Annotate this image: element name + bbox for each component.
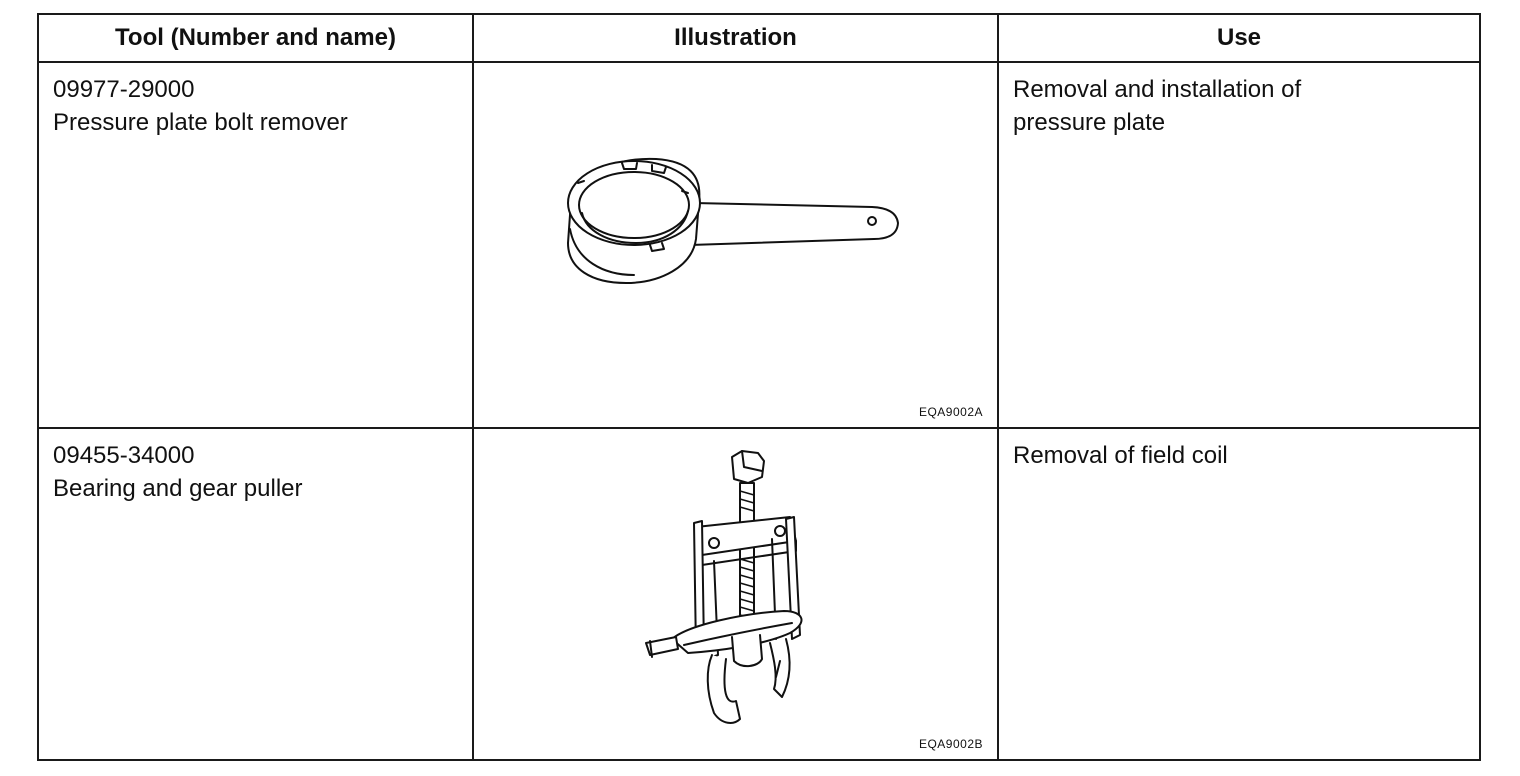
table-row: 09455-34000 Bearing and gear puller — [37, 427, 1481, 761]
bearing-gear-puller-drawing — [645, 450, 803, 724]
table-header-row: Tool (Number and name) Illustration Use — [37, 13, 1481, 63]
tool-cell: 09455-34000 Bearing and gear puller — [37, 427, 474, 761]
use-text-line: Removal of field coil — [1013, 442, 1228, 469]
header-illustration: Illustration — [472, 13, 999, 63]
figure-code: EQA9002B — [918, 737, 983, 751]
figure-code: EQA9002A — [918, 405, 983, 419]
use-cell: Removal of field coil — [997, 427, 1481, 761]
use-text-line: Removal and installation of — [1013, 76, 1302, 103]
illustration-cell: EQA9002B — [472, 427, 999, 761]
special-tools-table: Tool (Number and name) Illustration Use … — [37, 13, 1481, 761]
tool-number: 09977-29000 — [53, 76, 195, 103]
tool-name: Pressure plate bolt remover — [53, 109, 348, 136]
header-tool: Tool (Number and name) — [37, 13, 474, 63]
table-row: 09977-29000 Pressure plate bolt remover — [37, 61, 1481, 429]
illustration-cell: EQA9002A — [472, 61, 999, 429]
tool-cell: 09977-29000 Pressure plate bolt remover — [37, 61, 474, 429]
tool-number: 09455-34000 — [53, 442, 195, 469]
tool-name: Bearing and gear puller — [53, 475, 303, 502]
header-use: Use — [997, 13, 1481, 63]
use-text-line: pressure plate — [1013, 109, 1166, 136]
use-cell: Removal and installation of pressure pla… — [997, 61, 1481, 429]
pressure-plate-bolt-remover-drawing — [567, 157, 899, 284]
